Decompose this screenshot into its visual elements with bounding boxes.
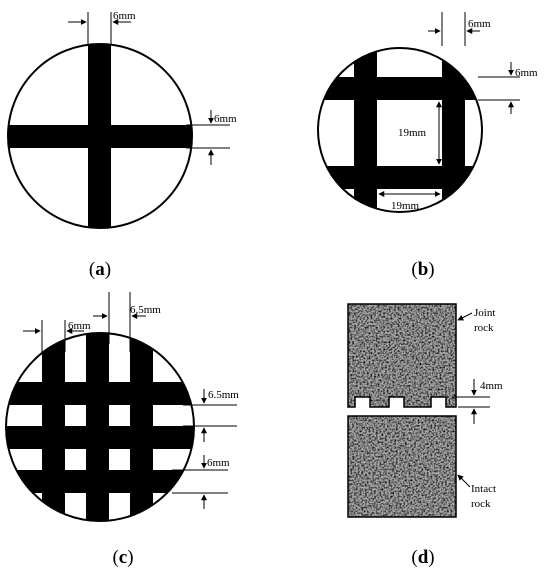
panel-d: Joint rock Intact rock 4mm (d) bbox=[347, 303, 503, 568]
panel-b-dim-width: 6mm bbox=[468, 18, 491, 30]
panel-a: 6mm 6mm (a) bbox=[7, 10, 237, 280]
intact-rock-texture bbox=[348, 416, 456, 517]
panel-c-horizontal-bar-2 bbox=[6, 426, 194, 449]
panel-c-grid bbox=[6, 333, 194, 521]
panel-b-horizontal-bar-2 bbox=[318, 166, 482, 189]
panel-c: 6mm 6.5mm 6.5mm 6mm (c) bbox=[5, 292, 239, 568]
intact-rock-outline bbox=[347, 415, 457, 518]
intact-rock-label-line1: Intact bbox=[471, 483, 496, 495]
panel-c-horizontal-bar-3 bbox=[6, 470, 194, 493]
joint-rock-label-line2: rock bbox=[474, 322, 494, 334]
panel-c-dim-height: 6mm bbox=[207, 457, 230, 469]
panel-a-circle bbox=[7, 43, 193, 229]
panel-b-grid bbox=[318, 48, 482, 212]
panel-c-circle bbox=[5, 332, 195, 522]
panel-a-horizontal-bar bbox=[8, 125, 192, 148]
panel-c-dim-width: 6mm bbox=[68, 320, 91, 332]
panel-a-dim-height: 6mm bbox=[214, 113, 237, 125]
panel-a-caption: (a) bbox=[89, 259, 111, 280]
panel-b-dim-gap-vertical: 19mm bbox=[398, 127, 427, 139]
intact-rock-pointer bbox=[457, 474, 471, 488]
panel-d-caption: (d) bbox=[411, 547, 434, 568]
panel-b-vertical-bar-1 bbox=[354, 48, 377, 212]
panel-d-dim-tooth: 4mm bbox=[480, 380, 503, 392]
panel-c-horizontal-bar-1 bbox=[6, 382, 194, 405]
panel-c-dim-gap-vertical: 6.5mm bbox=[208, 389, 239, 401]
panel-b-caption: (b) bbox=[411, 259, 434, 280]
panel-b-circle bbox=[317, 47, 483, 213]
panel-b-horizontal-bar-1 bbox=[318, 77, 482, 100]
intact-rock-label-line2: rock bbox=[471, 498, 491, 510]
panel-b: 6mm 6mm 19mm 19mm (b) bbox=[317, 12, 538, 280]
joint-rock-outline bbox=[347, 303, 457, 408]
panel-c-caption: (c) bbox=[112, 547, 133, 568]
panel-b-dim-height: 6mm bbox=[515, 67, 538, 79]
panel-a-cross bbox=[8, 44, 192, 228]
joint-rock-texture bbox=[348, 304, 456, 407]
panel-c-dim-gap: 6.5mm bbox=[130, 304, 161, 316]
joint-rock-pointer bbox=[457, 312, 473, 321]
panel-a-dim-width: 6mm bbox=[113, 10, 136, 22]
panel-b-dim-gap-horizontal: 19mm bbox=[391, 200, 420, 212]
joint-rock-label-line1: Joint bbox=[474, 307, 495, 319]
